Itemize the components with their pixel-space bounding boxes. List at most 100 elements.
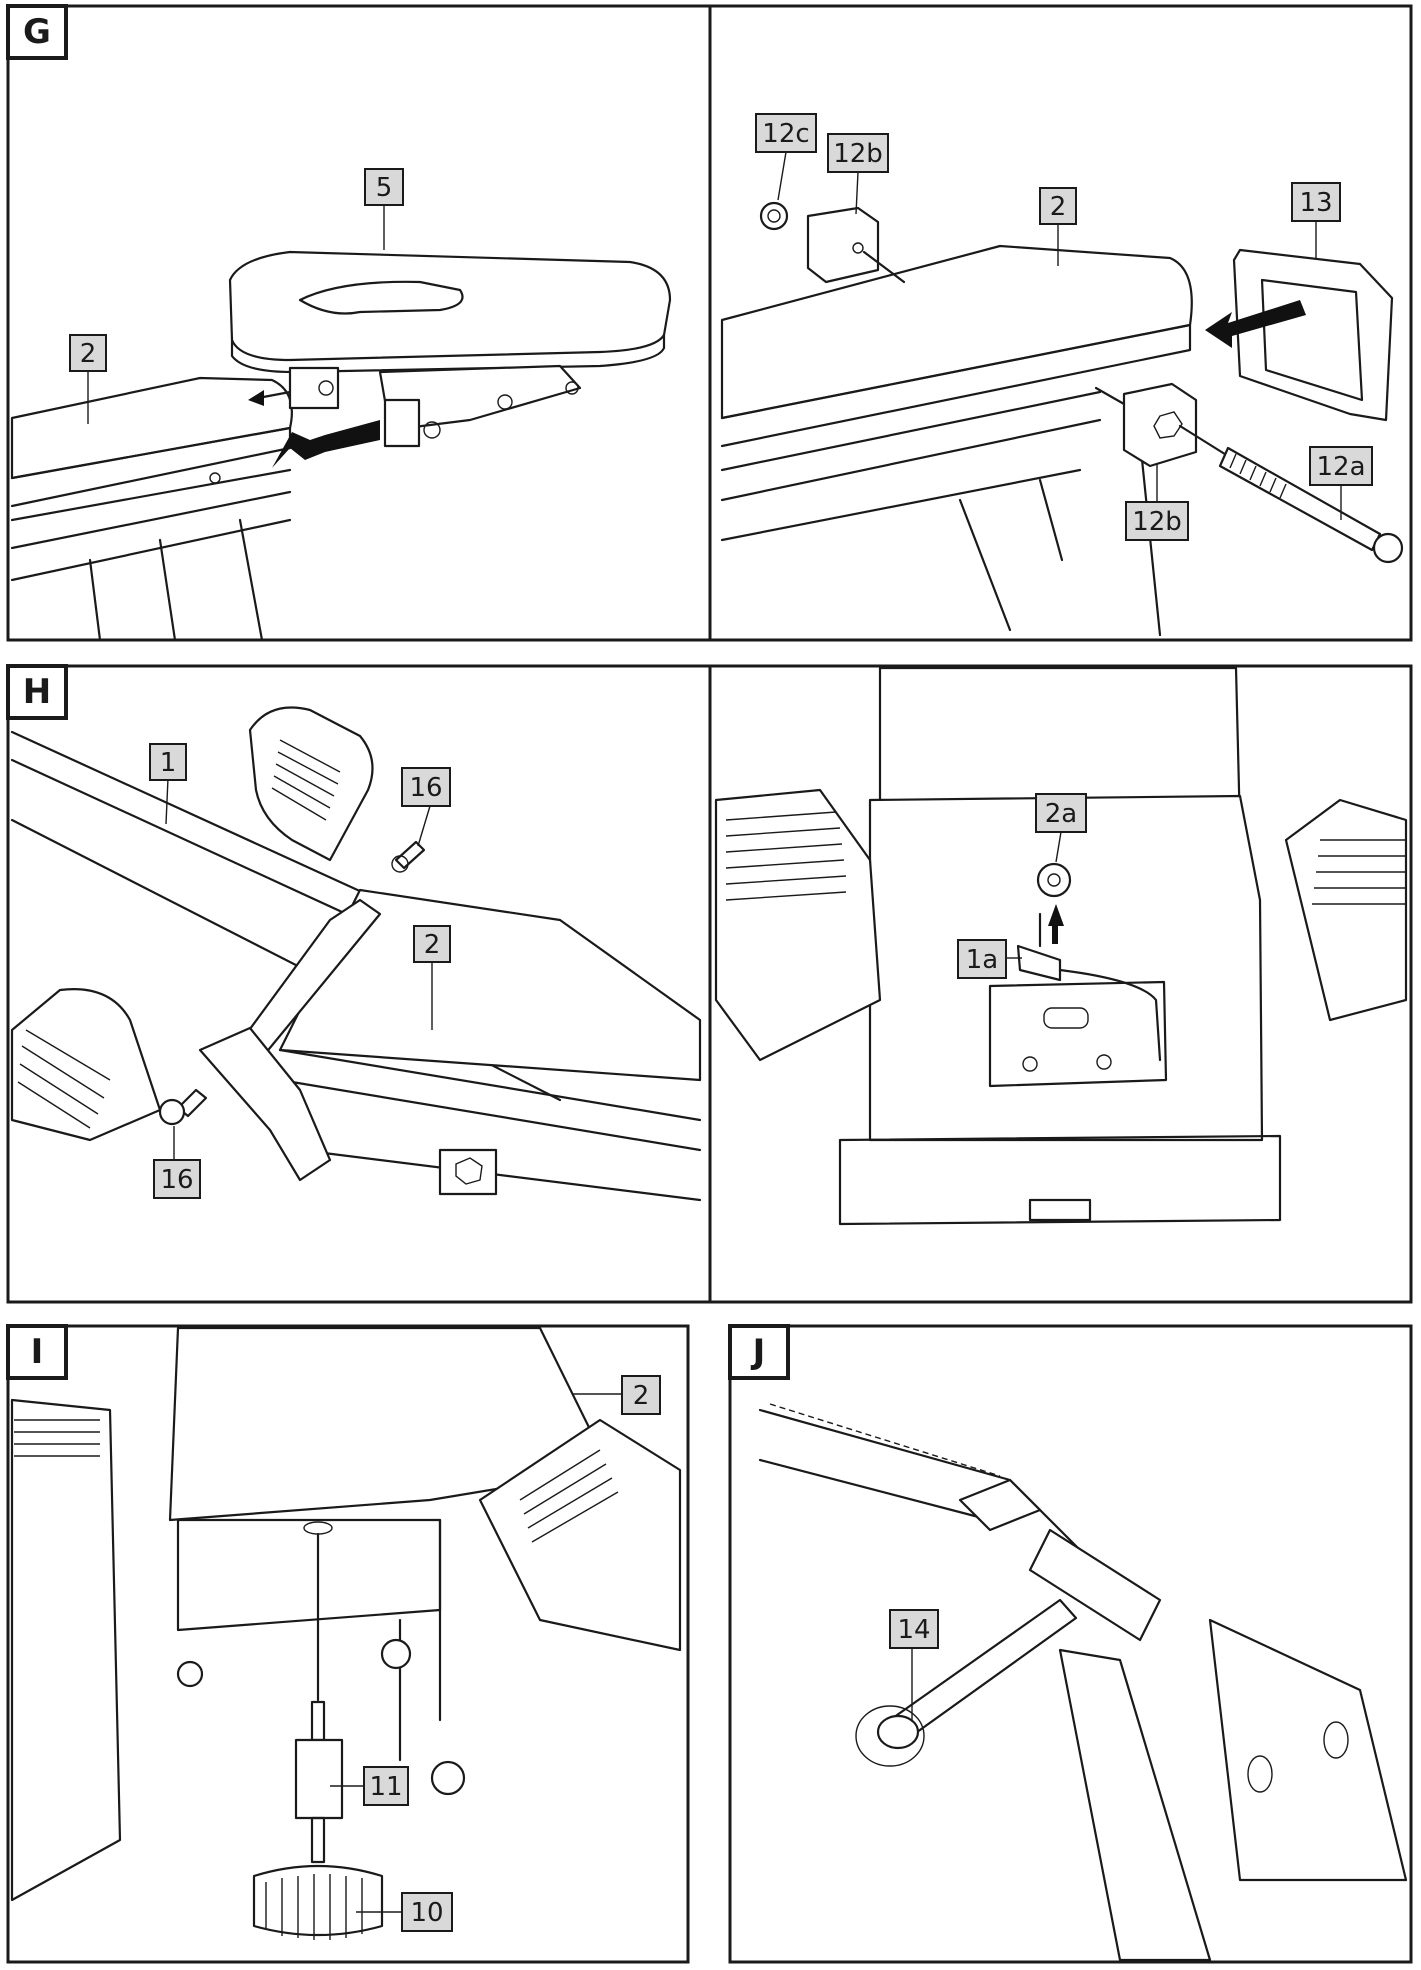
svg-text:1: 1 [160,748,177,778]
svg-text:H: H [23,672,51,712]
callout-1a: 1a [957,939,1007,979]
svg-text:I: I [31,1332,44,1372]
svg-text:12c: 12c [762,119,809,149]
sensor-socket [1036,862,1072,898]
leader-12c [777,151,787,201]
left-pedal-frame [10,1398,122,1902]
panel-tag-h: H [6,664,68,720]
nut-upper [380,1638,412,1670]
pin-ring [855,1705,925,1767]
callout-10: 10 [401,1892,453,1932]
callout-2: 2 [69,334,107,372]
end-cap-arrow [1205,300,1306,348]
nut-side [176,1660,204,1688]
bolt-line-upper [862,250,906,284]
callout-13: 13 [1291,182,1341,222]
base-notch [1028,1198,1092,1222]
bench-seat-section [278,888,702,1082]
callout-11: 11 [363,1766,409,1806]
svg-text:2: 2 [424,930,441,960]
panel-tag-j: J [728,1324,790,1380]
spacer-block-lower [1122,382,1198,468]
mount-slot [1043,1007,1089,1029]
hex-block-nut [455,1157,483,1185]
panel-h-right-illustration [714,666,1408,1226]
spacer-block-upper [806,206,880,284]
base-plate [838,1134,1282,1226]
bolt-top-head [391,855,409,873]
panel-i-frame [6,1324,690,1964]
foot-grip [265,1874,363,1940]
sensor-socket-hole [1047,873,1061,887]
chain-sprocket [958,1478,1042,1532]
svg-text:2: 2 [80,339,97,369]
svg-text:14: 14 [897,1615,930,1645]
block-hole-2 [1323,1721,1349,1759]
callout-12b-top: 12b [827,133,889,173]
panel-j-frame [728,1324,1413,1964]
pedal-left [714,788,882,1062]
bench-rails [720,390,1102,542]
callout-16-top: 16 [401,767,451,807]
bracket-nut [423,421,441,439]
bench-legs [88,518,264,642]
lock-nut [759,201,789,231]
bracket-front [176,1518,442,1632]
rod-upper-thread [310,1700,326,1742]
pedal-right-treads [1312,839,1406,905]
lock-nut-hole [767,209,781,223]
callout-5: 5 [364,168,404,206]
pedal-lower-treads [17,1029,111,1129]
panel-g-right-illustration [720,201,1404,637]
svg-text:12a: 12a [1316,452,1365,482]
svg-text:13: 13 [1299,188,1332,218]
panel-h-left-illustration [10,706,702,1202]
panel-tags: G H I J [6,4,790,1380]
svg-text:2a: 2a [1045,799,1077,829]
svg-text:2: 2 [633,1381,650,1411]
pin-head [876,1714,920,1750]
nut-loose [430,1760,466,1796]
arrow-small-head [248,390,264,406]
bolt-thread [1229,453,1287,499]
pedal-upper-treads [271,739,341,821]
levelling-foot [252,1864,384,1937]
svg-text:J: J [751,1332,766,1372]
leader-2a [1055,831,1062,863]
svg-text:12b: 12b [1132,507,1182,537]
rear-support [1058,1648,1212,1962]
bolt-line-lower [1094,386,1126,406]
arrow-large [272,420,380,468]
panel-frames [6,4,1413,1964]
bolt-guide [1178,424,1230,458]
callout-2-i: 2 [621,1375,661,1415]
slider-bolt [318,380,334,396]
svg-text:5: 5 [376,173,393,203]
seat-cushion [228,250,672,362]
block-hex [1153,411,1183,439]
pedal-right [1284,798,1408,1022]
end-cap-inner [1260,278,1364,402]
long-bolt [1218,446,1382,552]
svg-text:2: 2 [1050,192,1067,222]
panel-j-illustration [758,1403,1408,1962]
leader-16-top [417,805,431,847]
bracket-plate [198,1026,332,1182]
panel-tag-i: I [6,1324,68,1380]
bracket-nut-2 [497,394,513,410]
pedal-block [1208,1618,1408,1882]
rod-lower-thread [310,1816,326,1864]
callout-2-gr: 2 [1039,187,1077,225]
pedal-lower [10,988,162,1142]
bracket-housing [868,794,1264,1142]
bench-top [720,244,1193,420]
seat-contour [298,280,464,315]
end-cap [1232,248,1394,422]
callout-12b-bottom: 12b [1125,501,1189,541]
bolt-head [1372,532,1404,564]
callout-2a: 2a [1035,793,1087,833]
crank-arm [1028,1528,1162,1642]
svg-text:10: 10 [410,1898,443,1928]
spacer-sleeve [294,1738,344,1820]
bench-top [10,376,293,480]
